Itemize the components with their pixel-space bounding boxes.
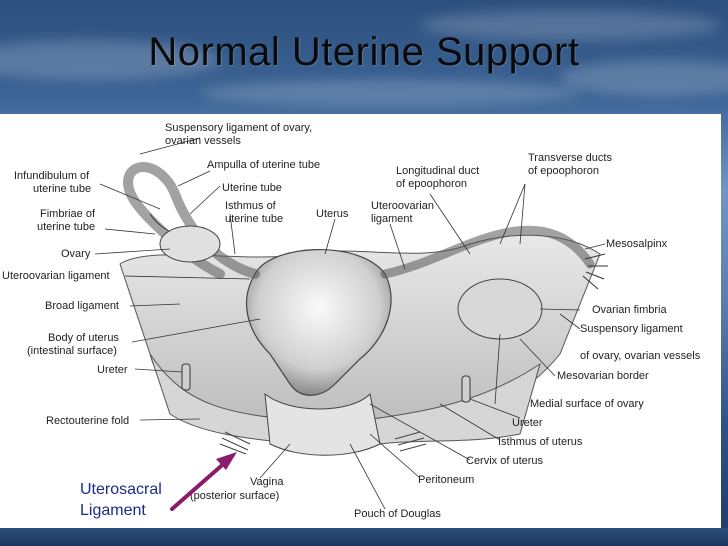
right-fimbriae xyxy=(582,253,608,290)
label-uteroovarian-right-2: ligament xyxy=(371,213,413,225)
left-ovary xyxy=(159,225,221,263)
label-ovary: Ovary xyxy=(61,248,91,260)
slide-title: Normal Uterine Support xyxy=(148,30,580,74)
label-isthmus-2: uterine tube xyxy=(225,213,283,225)
label-infundibulum-1: Infundibulum of xyxy=(14,170,90,182)
label-isthmus-uterus: Isthmus of uterus xyxy=(498,436,583,448)
right-ureter xyxy=(461,375,471,403)
uterine-support-diagram: Suspensory ligament of ovary, ovarian ve… xyxy=(2,122,701,520)
left-ureter xyxy=(181,363,191,391)
label-pouch-of-douglas: Pouch of Douglas xyxy=(354,508,441,520)
label-mesovarian-border: Mesovarian border xyxy=(557,370,649,382)
right-uterine-tube xyxy=(380,225,595,279)
leader-lines xyxy=(94,137,606,510)
label-ovarian-fimbria: Ovarian fimbria xyxy=(592,304,667,316)
label-uterine-tube: Uterine tube xyxy=(222,182,282,194)
anatomy-figure: Suspensory ligament of ovary, ovarian ve… xyxy=(0,114,721,528)
label-vagina-2: (posterior surface) xyxy=(190,490,279,502)
label-rectouterine-fold: Rectouterine fold xyxy=(46,415,129,427)
label-body-uterus-1: Body of uterus xyxy=(48,332,119,344)
label-suspensory-2: ovarian vessels xyxy=(165,135,241,147)
uterosacral-label-line1: Uterosacral xyxy=(80,481,162,498)
label-body-uterus-2: (intestinal surface) xyxy=(27,345,117,357)
label-infundibulum-2: uterine tube xyxy=(33,183,91,195)
label-peritoneum: Peritoneum xyxy=(418,474,474,486)
rectouterine-region xyxy=(149,353,541,445)
label-transverse-ducts-1: Transverse ducts xyxy=(528,152,612,164)
uterosacral-ligament-label: Uterosacral Ligament xyxy=(80,479,162,521)
label-suspensory-1: Suspensory ligament of ovary, xyxy=(165,122,312,134)
label-longitudinal-duct-2: of epoophoron xyxy=(396,178,467,190)
uterosacral-arrow xyxy=(170,452,237,511)
label-suspensory-right-2: of ovary, ovarian vessels xyxy=(580,350,701,362)
uterus-body xyxy=(246,249,392,396)
label-ureter-left: Ureter xyxy=(97,364,128,376)
label-uteroovarian-right-1: Uteroovarian xyxy=(371,200,434,212)
cervix-vagina xyxy=(264,392,381,456)
label-ureter-right: Ureter xyxy=(512,417,543,429)
bottom-band xyxy=(0,528,728,546)
label-mesosalpinx: Mesosalpinx xyxy=(606,238,668,250)
uterosacral-fibers xyxy=(219,431,427,455)
label-medial-surface: Medial surface of ovary xyxy=(530,398,644,410)
label-cervix: Cervix of uterus xyxy=(466,455,544,467)
label-broad-ligament: Broad ligament xyxy=(45,300,119,312)
label-longitudinal-duct-1: Longitudinal duct xyxy=(396,165,479,177)
label-fimbriae-1: Fimbriae of xyxy=(40,208,96,220)
label-transverse-ducts-2: of epoophoron xyxy=(528,165,599,177)
label-vagina-1: Vagina xyxy=(250,476,284,488)
label-uterus: Uterus xyxy=(316,208,349,220)
uterosacral-label-line2: Ligament xyxy=(80,502,146,519)
label-fimbriae-2: uterine tube xyxy=(37,221,95,233)
label-uteroovarian-left: Uteroovarian ligament xyxy=(2,270,110,282)
right-ovary xyxy=(457,278,543,340)
label-suspensory-right-1: Suspensory ligament xyxy=(580,323,683,335)
label-isthmus-1: Isthmus of xyxy=(225,200,277,212)
label-ampulla: Ampulla of uterine tube xyxy=(207,159,320,171)
